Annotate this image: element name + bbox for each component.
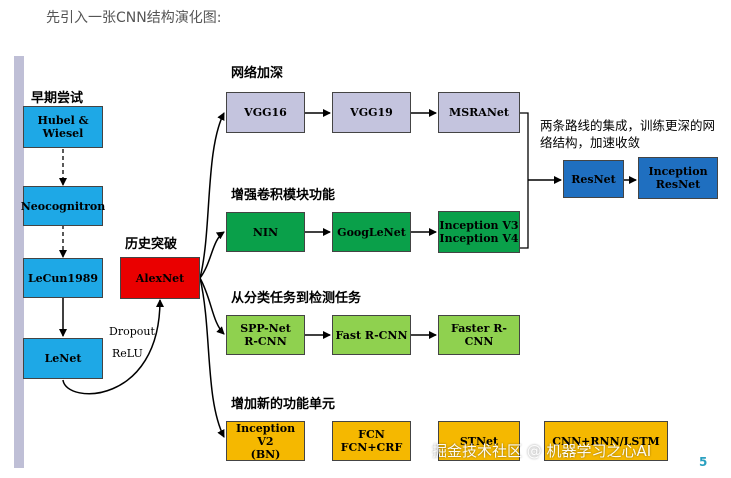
node-alexnet: AlexNet: [120, 257, 200, 299]
note-dropout: Dropout: [109, 325, 155, 338]
node-fcn-crf: FCN FCN+CRF: [332, 421, 411, 461]
node-msranet: MSRANet: [438, 92, 520, 133]
node-inception-resnet: Inception ResNet: [638, 157, 718, 199]
note-relu: ReLU: [112, 347, 143, 360]
merge-annotation: 两条路线的集成，训练更深的网络结构，加速收敛: [540, 118, 716, 150]
header-deeper-network: 网络加深: [231, 66, 284, 81]
header-conv-module: 增强卷积模块功能: [231, 188, 336, 203]
node-googlenet: GoogLeNet: [332, 212, 411, 252]
header-early-attempts: 早期尝试: [31, 91, 84, 106]
arrow-alexnet-inceptionv2: [199, 277, 225, 438]
node-hubel-wiesel: Hubel & Wiesel: [23, 106, 103, 148]
arrow-alexnet-sppnet: [199, 277, 225, 335]
node-stnet: STNet: [438, 421, 520, 461]
node-vgg16: VGG16: [226, 92, 305, 133]
arrow-alexnet-vgg16: [199, 112, 225, 279]
header-detection: 从分类任务到检测任务: [231, 291, 362, 306]
node-vgg19: VGG19: [332, 92, 411, 133]
arrow-alexnet-nin: [199, 231, 225, 279]
header-breakthrough: 历史突破: [125, 237, 178, 252]
node-lenet: LeNet: [23, 338, 103, 379]
node-neocognitron: Neocognitron: [21, 186, 105, 226]
watermark: 掘金技术社区 @ 机器学习之心AI: [432, 442, 652, 460]
node-sppnet-rcnn: SPP-Net R-CNN: [226, 315, 305, 355]
arrow-lenet-alexnet: [62, 299, 164, 395]
node-inception-v2-bn: Inception V2 (BN): [226, 421, 305, 461]
node-lecun1989: LeCun1989: [23, 258, 103, 298]
header-new-units: 增加新的功能单元: [231, 397, 336, 412]
intro-caption: 先引入一张CNN结构演化图:: [46, 10, 222, 26]
node-nin: NIN: [226, 212, 305, 252]
node-resnet: ResNet: [563, 160, 624, 198]
slide-side-stripe: [14, 56, 24, 468]
page-number: 5: [699, 455, 708, 469]
node-fast-rcnn: Fast R-CNN: [332, 315, 411, 355]
node-faster-rcnn: Faster R-CNN: [438, 315, 520, 355]
merge-bracket: [520, 112, 529, 249]
node-inception-v3-v4: Inception V3 Inception V4: [438, 211, 520, 253]
node-cnn-rnn-lstm: CNN+RNN/LSTM: [544, 421, 668, 461]
